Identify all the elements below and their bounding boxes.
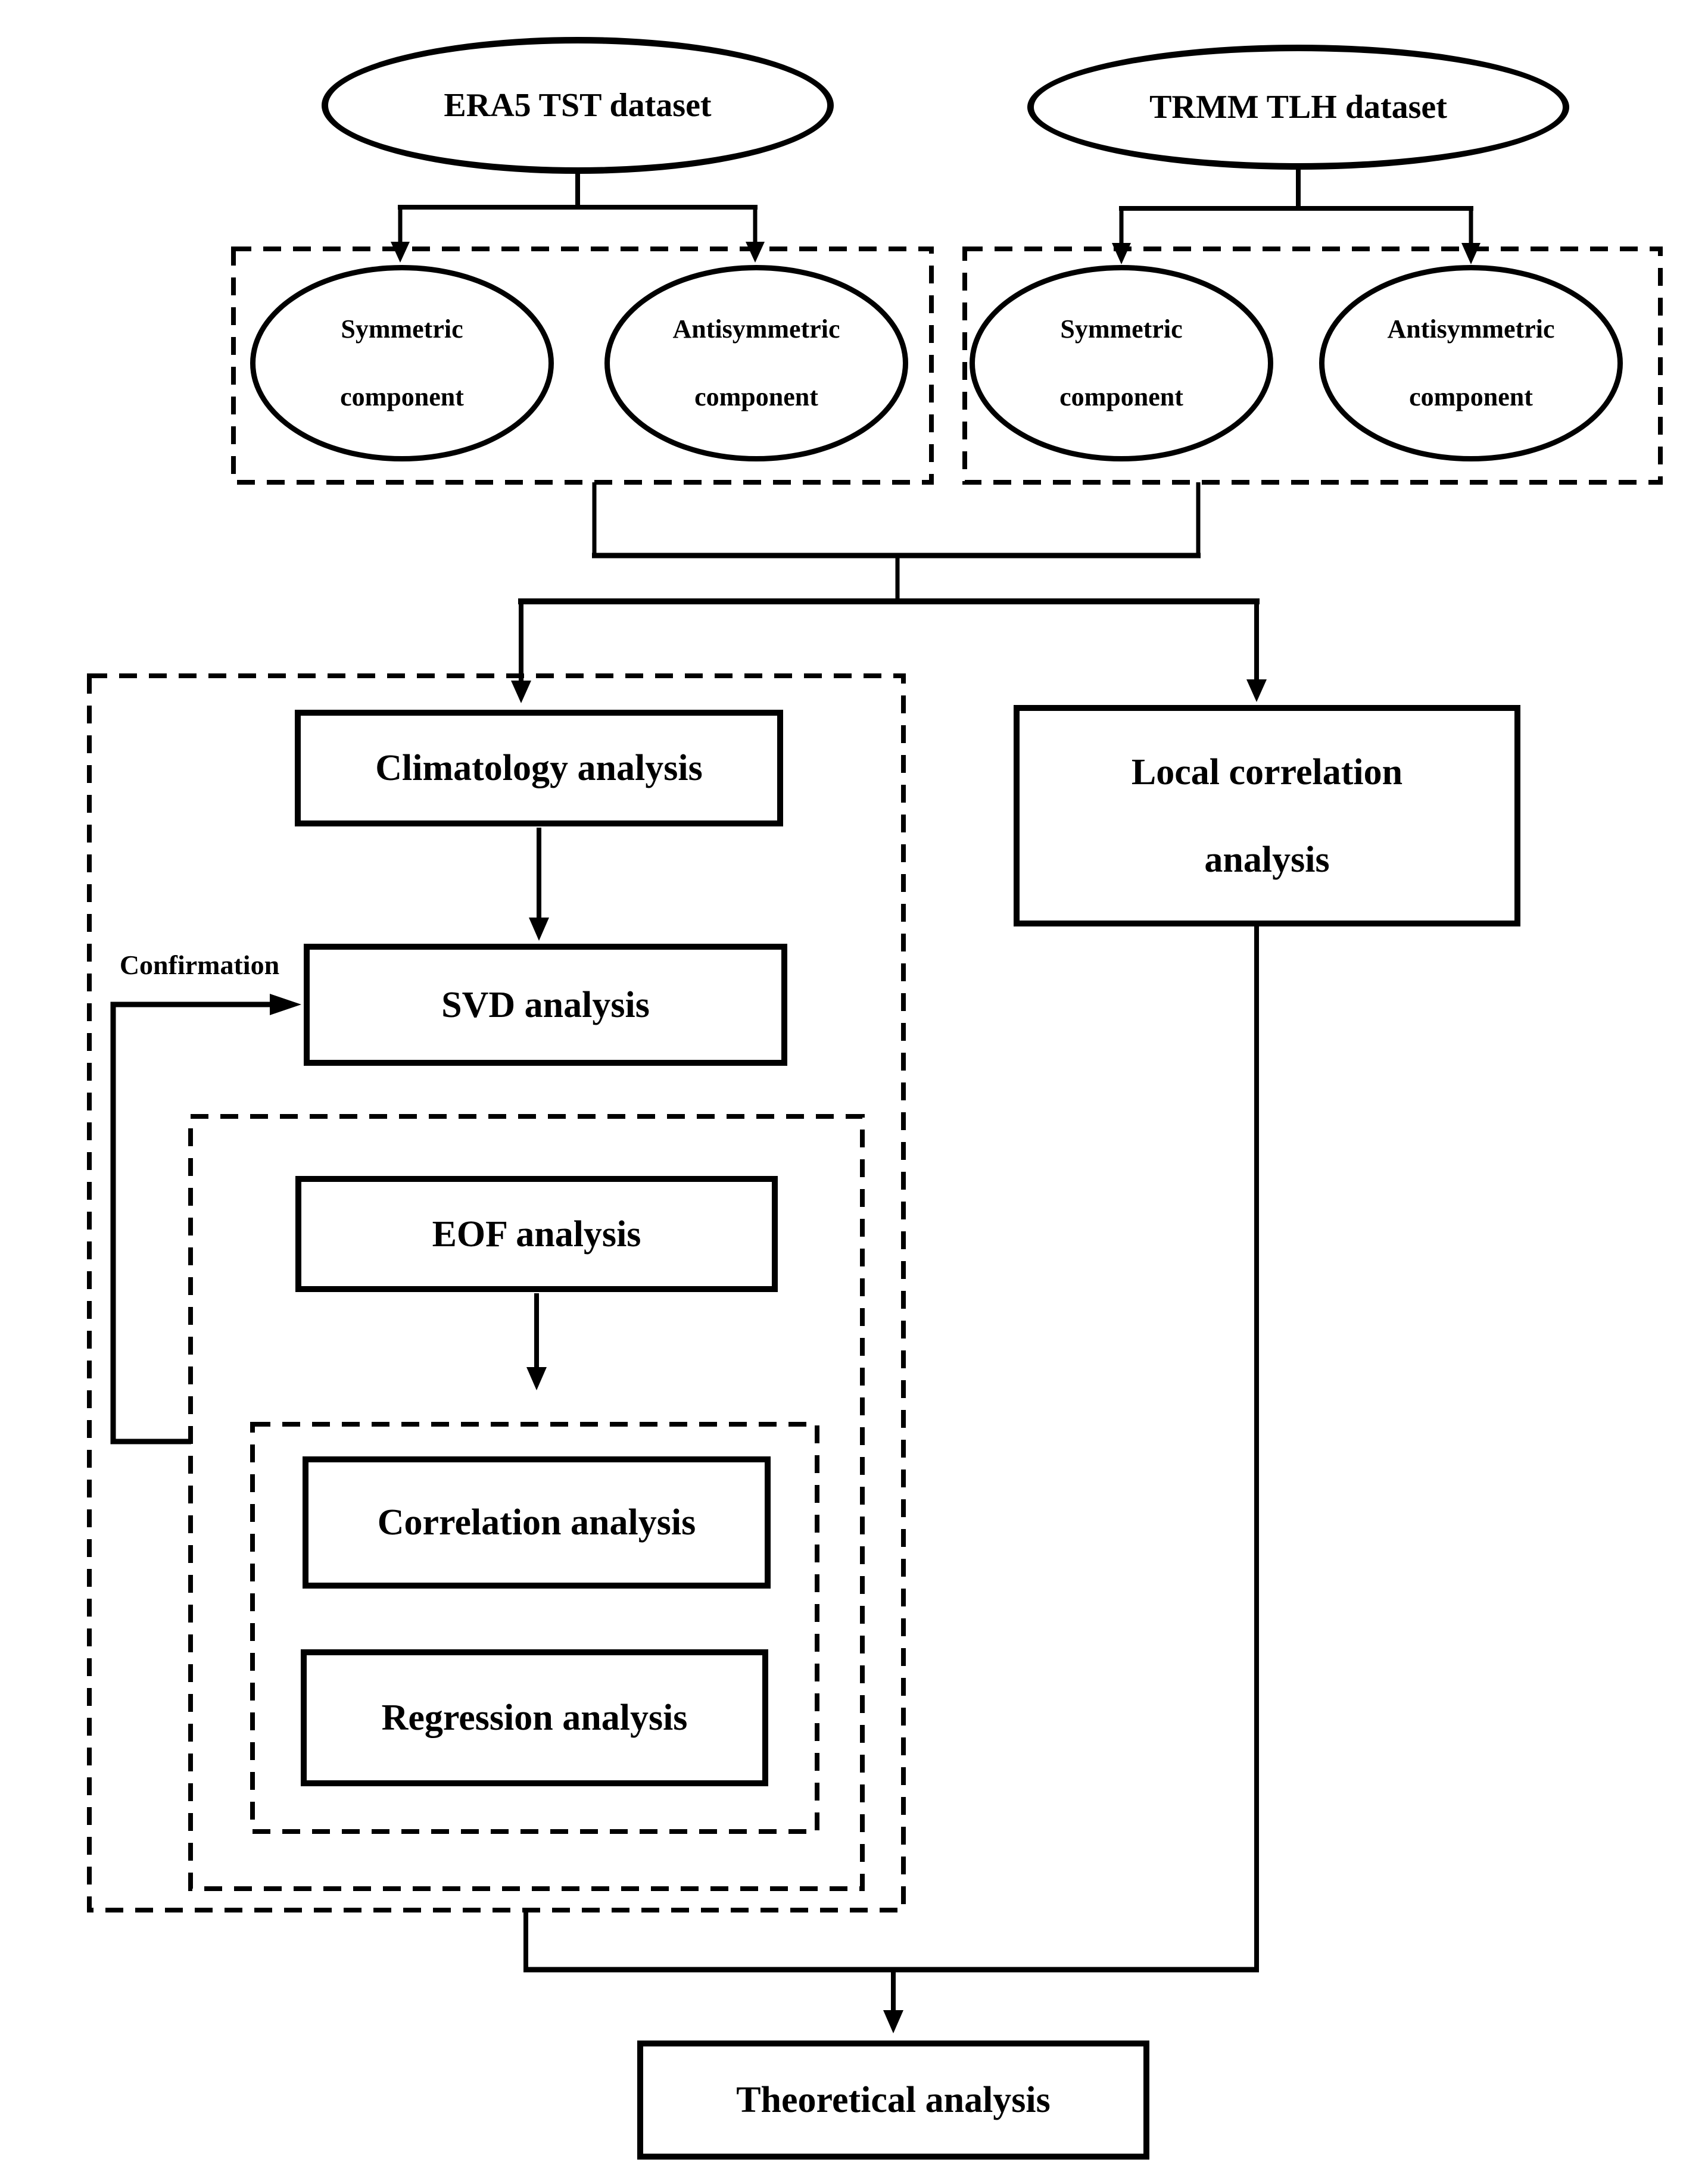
trmm-dataset-label: TRMM TLH dataset: [1149, 89, 1447, 126]
local-correlation-analysis-box: Local correlation analysis: [1014, 705, 1520, 926]
eof-arrowhead: [526, 1367, 547, 1390]
left-branch-arrowhead: [511, 681, 531, 703]
era5-symmetric-line2: component: [340, 382, 464, 411]
eof-analysis-box: EOF analysis: [295, 1176, 778, 1292]
era5-components-dashed-box: [231, 247, 934, 485]
correlation-analysis-label: Correlation analysis: [377, 1502, 696, 1543]
trmm-antisymmetric-arrowhead: [1461, 243, 1481, 264]
theoretical-analysis-label: Theoretical analysis: [736, 2080, 1051, 2120]
trmm-symmetric-component-ellipse: Symmetric component: [970, 265, 1273, 461]
era5-symmetric-line1: Symmetric: [341, 314, 463, 344]
eof-analysis-label: EOF analysis: [432, 1213, 641, 1255]
right-branch-arrowhead: [1246, 679, 1267, 702]
trmm-symmetric-line2: component: [1059, 382, 1183, 411]
middle-analysis-dashed-box: [188, 1114, 865, 1891]
trmm-antisymmetric-line2: component: [1409, 382, 1533, 411]
regression-analysis-label: Regression analysis: [381, 1698, 688, 1738]
era5-dataset-label: ERA5 TST dataset: [444, 87, 712, 124]
era5-antisymmetric-line2: component: [694, 382, 818, 411]
regression-analysis-box: Regression analysis: [301, 1649, 768, 1786]
trmm-antisymmetric-line1: Antisymmetric: [1387, 314, 1555, 344]
era5-symmetric-component-ellipse: Symmetric component: [250, 265, 554, 461]
era5-antisymmetric-component-ellipse: Antisymmetric component: [604, 265, 908, 461]
svd-analysis-box: SVD analysis: [304, 944, 787, 1066]
trmm-symmetric-arrowhead: [1112, 243, 1131, 264]
climatology-analysis-label: Climatology analysis: [375, 748, 703, 788]
svd-analysis-label: SVD analysis: [441, 984, 650, 1025]
outer-analysis-dashed-box: [87, 673, 906, 1912]
climatology-analysis-box: Climatology analysis: [295, 710, 783, 826]
connector-lines: [87, 168, 1663, 2013]
confirmation-loop-line: [110, 1001, 272, 1444]
trmm-components-dashed-box: [962, 247, 1663, 485]
confirmation-arrowhead: [270, 994, 301, 1015]
local-correlation-line2: analysis: [1204, 839, 1330, 880]
arrowheads: [270, 242, 1481, 2033]
inner-analysis-dashed-box: [250, 1422, 819, 1834]
era5-symmetric-arrowhead: [391, 242, 410, 263]
trmm-dataset-ellipse: TRMM TLH dataset: [1027, 45, 1569, 170]
trmm-antisymmetric-component-ellipse: Antisymmetric component: [1319, 265, 1623, 461]
confirmation-label: Confirmation: [119, 950, 280, 980]
theoretical-arrowhead: [883, 2010, 903, 2033]
era5-antisymmetric-line1: Antisymmetric: [672, 314, 840, 344]
trmm-symmetric-line1: Symmetric: [1060, 314, 1183, 344]
era5-antisymmetric-arrowhead: [746, 242, 765, 263]
era5-dataset-ellipse: ERA5 TST dataset: [322, 37, 834, 174]
theoretical-analysis-box: Theoretical analysis: [637, 2041, 1149, 2160]
correlation-analysis-box: Correlation analysis: [303, 1456, 771, 1589]
climatology-svd-arrowhead: [529, 918, 549, 941]
local-correlation-line1: Local correlation: [1131, 751, 1403, 793]
